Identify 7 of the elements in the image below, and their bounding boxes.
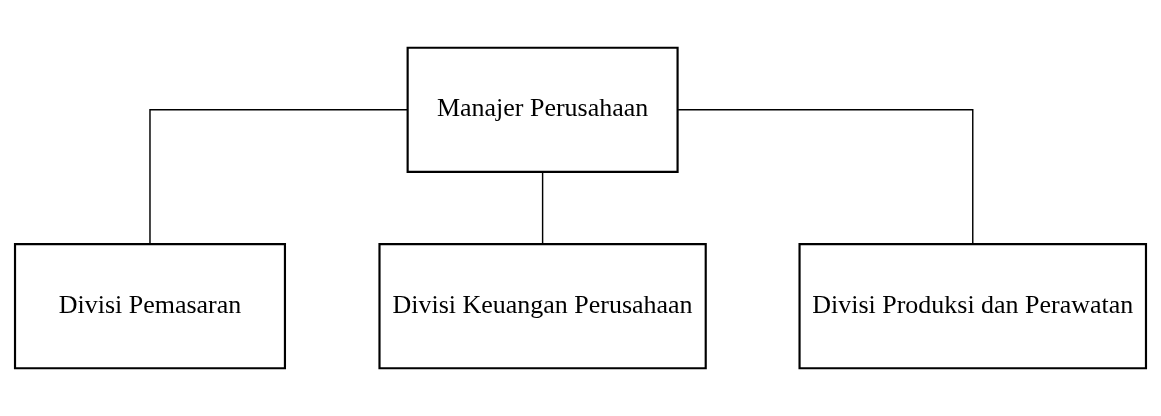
connector	[541, 171, 544, 245]
node-box: Divisi Produksi dan Perawatan	[798, 243, 1148, 370]
connector	[149, 109, 409, 245]
node-box: Manajer Perusahaan	[406, 46, 679, 173]
connector	[677, 109, 974, 245]
node-box: Divisi Pemasaran	[13, 243, 287, 370]
node-box: Divisi Keuangan Perusahaan	[378, 243, 707, 370]
